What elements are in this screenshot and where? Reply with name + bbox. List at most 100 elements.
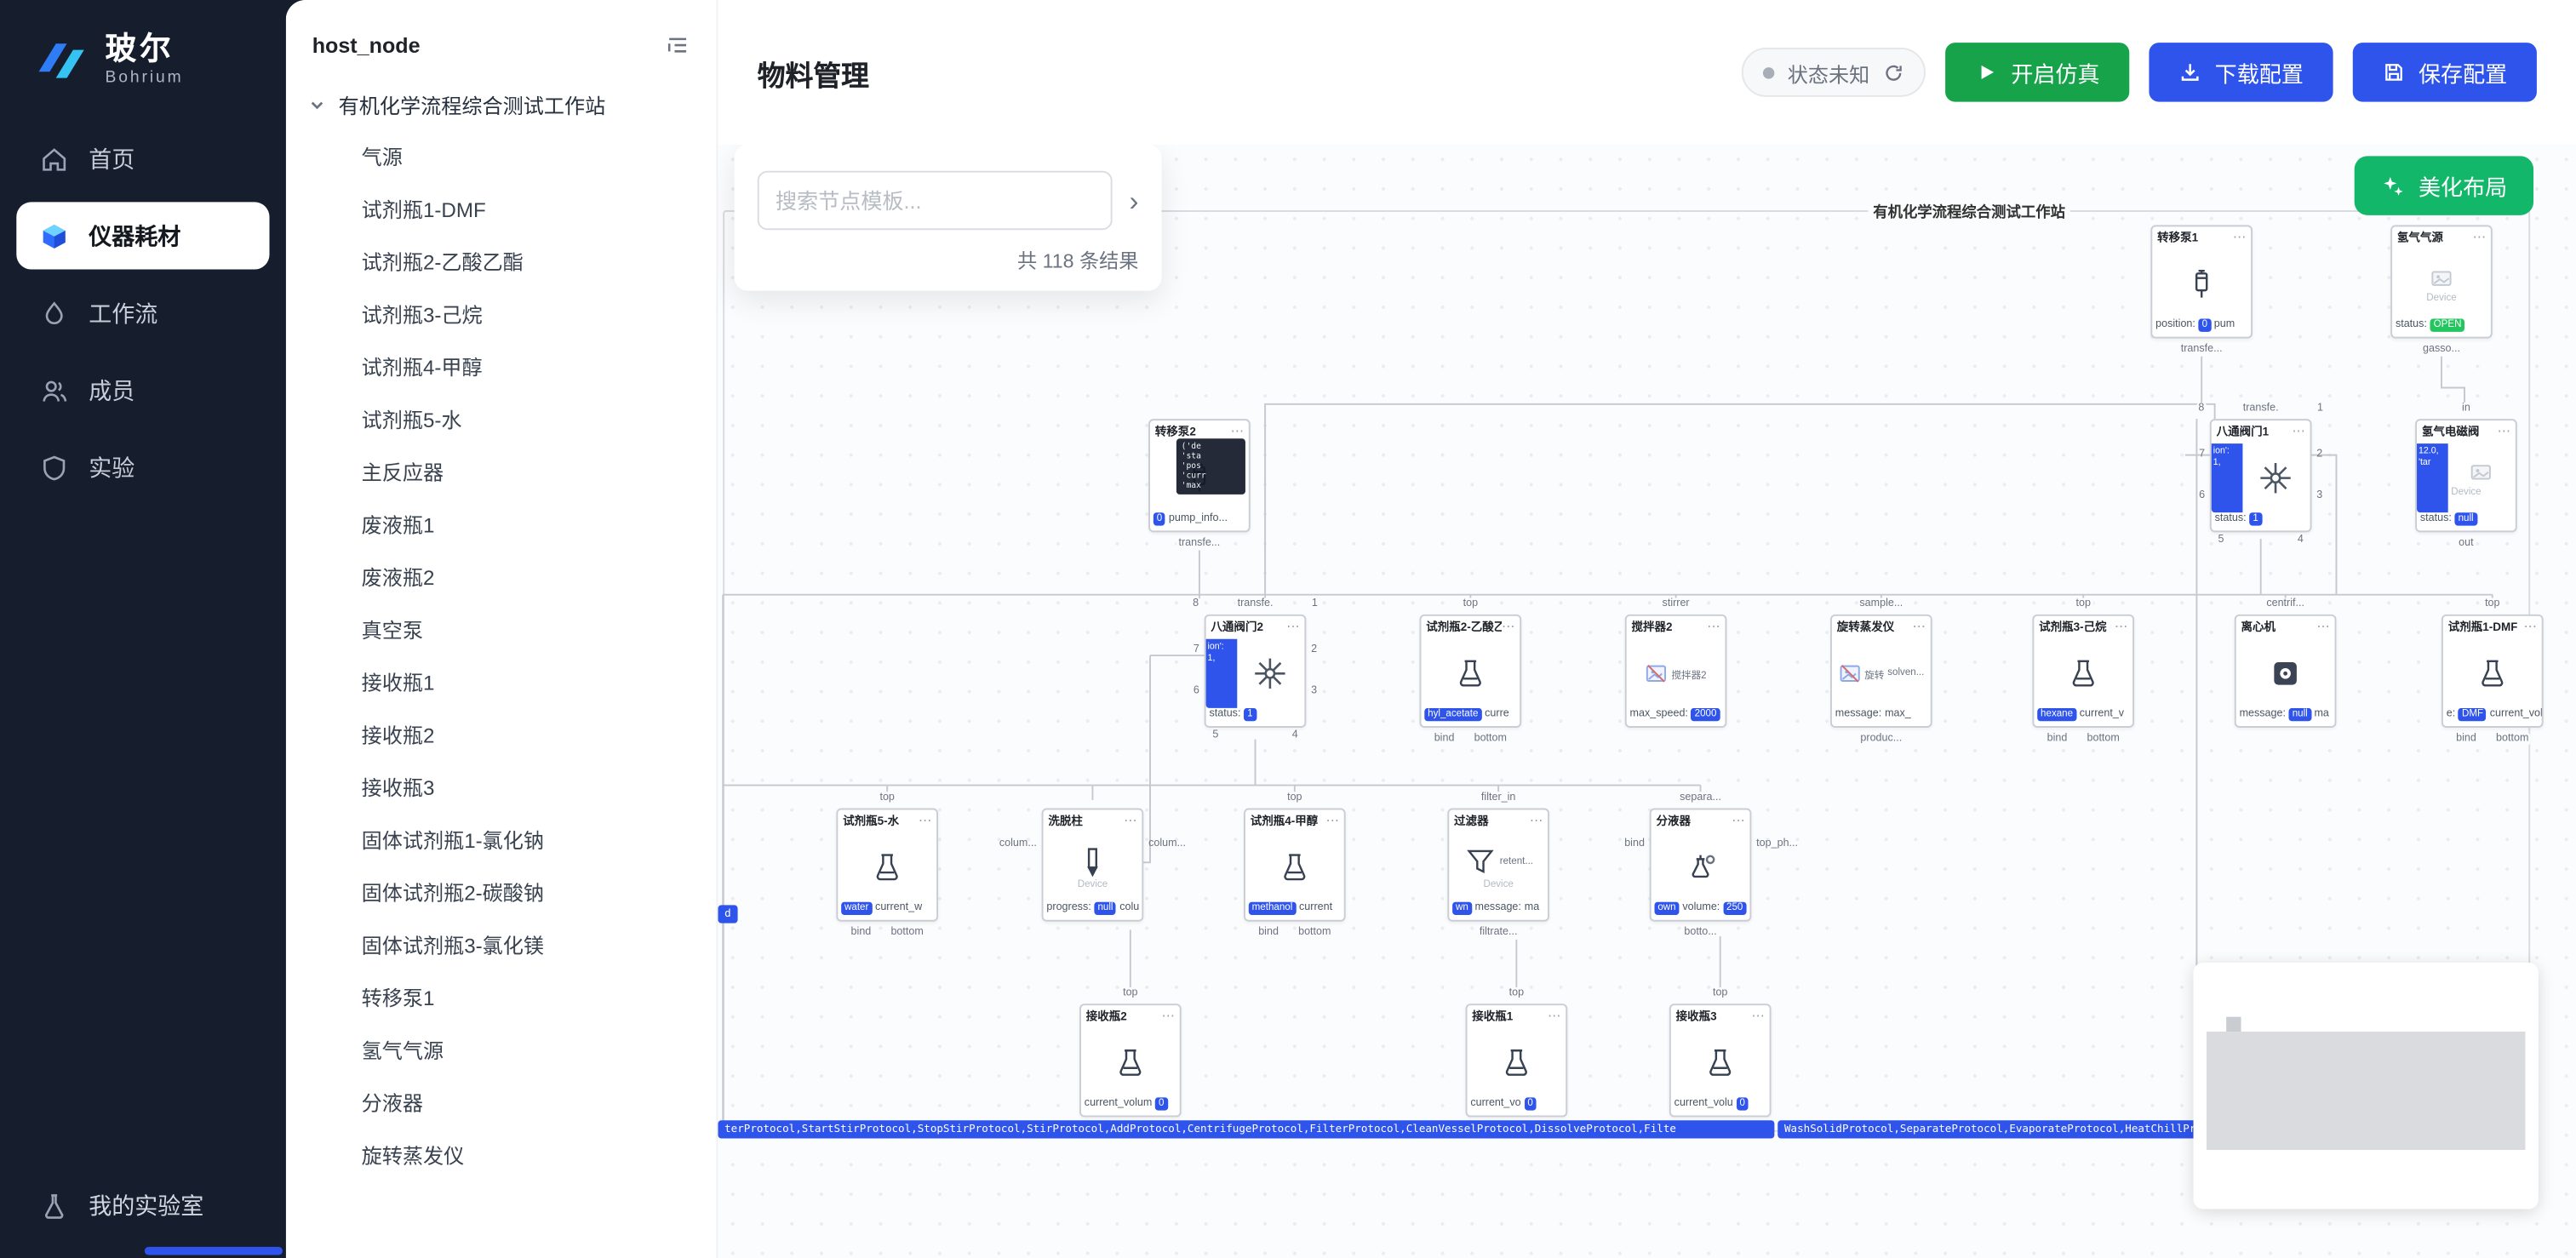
start-simulation-button[interactable]: 开启仿真 <box>1945 43 2130 102</box>
tree-item[interactable]: 氢气气源 <box>361 1039 444 1063</box>
value-badge: 0 <box>1153 512 1166 526</box>
node-menu-icon[interactable]: ⋯ <box>2232 230 2247 245</box>
save-config-button[interactable]: 保存配置 <box>2352 43 2537 102</box>
node-title: 氢气气源 <box>2396 233 2443 245</box>
tree-item[interactable]: 固体试剂瓶1-氯化钠 <box>361 829 545 853</box>
port-label: 6 <box>2199 489 2206 501</box>
node-menu-icon[interactable]: ⋯ <box>2523 619 2537 634</box>
tree-item[interactable]: 接收瓶2 <box>361 724 435 748</box>
tree-item[interactable]: 废液瓶2 <box>361 566 435 590</box>
node-menu-icon[interactable]: ⋯ <box>1161 1009 1175 1024</box>
node-menu-icon[interactable]: ⋯ <box>1751 1009 1765 1024</box>
start-simulation-label: 开启仿真 <box>2011 62 2100 88</box>
node-menu-icon[interactable]: ⋯ <box>1548 1009 1561 1024</box>
beautify-layout-button[interactable]: 美化布局 <box>2354 156 2534 215</box>
node-menu-icon[interactable]: ⋯ <box>1286 619 1300 634</box>
tree-item[interactable]: 主反应器 <box>361 461 444 485</box>
node-menu-icon[interactable]: ⋯ <box>1502 619 1515 634</box>
port-label: out <box>2457 537 2476 551</box>
sidebar-item-home[interactable]: 首页 <box>16 125 269 192</box>
node-title: 离心机 <box>2241 622 2276 634</box>
tree-item[interactable]: 试剂瓶3-己烷 <box>361 304 483 328</box>
tree-item[interactable]: 试剂瓶2-乙酸乙酯 <box>361 251 524 275</box>
tree-item[interactable]: 接收瓶3 <box>361 776 435 800</box>
pump-icon <box>2185 268 2218 301</box>
node-menu-icon[interactable]: ⋯ <box>1529 813 1543 828</box>
node-menu-icon[interactable]: ⋯ <box>2316 619 2330 634</box>
sidebar-item-members[interactable]: 成员 <box>16 357 269 424</box>
tree-item[interactable]: 试剂瓶1-DMF <box>361 198 486 222</box>
tree-item[interactable]: 试剂瓶4-甲醇 <box>361 356 483 380</box>
tree-item[interactable]: 真空泵 <box>361 619 424 643</box>
tree-item[interactable]: 固体试剂瓶3-氯化镁 <box>361 935 545 958</box>
node-title: 接收瓶3 <box>1675 1011 1717 1024</box>
column-icon <box>1076 845 1109 878</box>
node-title: 转移泵2 <box>1154 426 1196 439</box>
sidebar-item-my-lab[interactable]: 我的实验室 <box>16 1173 269 1238</box>
minimap[interactable] <box>2193 962 2539 1209</box>
chevron-down-icon <box>309 96 325 112</box>
download-config-button[interactable]: 下载配置 <box>2149 43 2333 102</box>
node-menu-icon[interactable]: ⋯ <box>2497 423 2511 439</box>
sidebar-item-workflow[interactable]: 工作流 <box>16 279 269 346</box>
tree-root-item[interactable]: 有机化学流程综合测试工作站 <box>286 77 717 132</box>
tree-item[interactable]: 试剂瓶5-水 <box>361 409 462 432</box>
chevron-right-icon[interactable]: › <box>1129 185 1139 216</box>
param-row: message:max_ <box>1835 707 1911 720</box>
tree-item[interactable]: 固体试剂瓶2-碳酸钠 <box>361 882 545 906</box>
horizontal-scrollbar[interactable] <box>144 1246 283 1255</box>
node-menu-icon[interactable]: ⋯ <box>1707 619 1720 634</box>
beautify-layout-label: 美化布局 <box>2418 175 2508 201</box>
node-menu-icon[interactable]: ⋯ <box>2292 423 2305 439</box>
sidebar-item-label: 首页 <box>89 145 135 172</box>
refresh-icon[interactable] <box>1883 61 1904 83</box>
value-badge: 1 <box>2249 512 2262 526</box>
brand-logo[interactable]: 玻尔 Bohrium <box>0 0 286 125</box>
tree-item[interactable]: 转移泵1 <box>361 986 435 1010</box>
sidebar-item-instruments[interactable]: 仪器耗材 <box>16 202 270 270</box>
node-menu-icon[interactable]: ⋯ <box>1230 423 1245 439</box>
node-menu-icon[interactable]: ⋯ <box>1912 619 1926 634</box>
node-menu-icon[interactable]: ⋯ <box>2114 619 2128 634</box>
node-menu-icon[interactable]: ⋯ <box>1325 813 1339 828</box>
node-menu-icon[interactable]: ⋯ <box>2472 230 2487 245</box>
value-badge: 0 <box>1524 1097 1537 1111</box>
tree-item[interactable]: 旋转蒸发仪 <box>361 1145 465 1169</box>
node-menu-icon[interactable]: ⋯ <box>1732 813 1745 828</box>
tree-collapse-icon[interactable] <box>666 33 690 58</box>
search-input[interactable] <box>757 170 1113 231</box>
node-menu-icon[interactable]: ⋯ <box>1124 813 1137 828</box>
node-menu-icon[interactable]: ⋯ <box>918 813 932 828</box>
tree-item[interactable]: 废液瓶1 <box>361 514 435 538</box>
port-label: 4 <box>1290 729 1300 743</box>
sidebar-item-experiments[interactable]: 实验 <box>16 434 269 501</box>
tree-item[interactable]: 接收瓶1 <box>361 672 435 695</box>
tree-item[interactable]: 分液器 <box>361 1092 424 1116</box>
tree-item[interactable]: 气源 <box>361 146 403 169</box>
